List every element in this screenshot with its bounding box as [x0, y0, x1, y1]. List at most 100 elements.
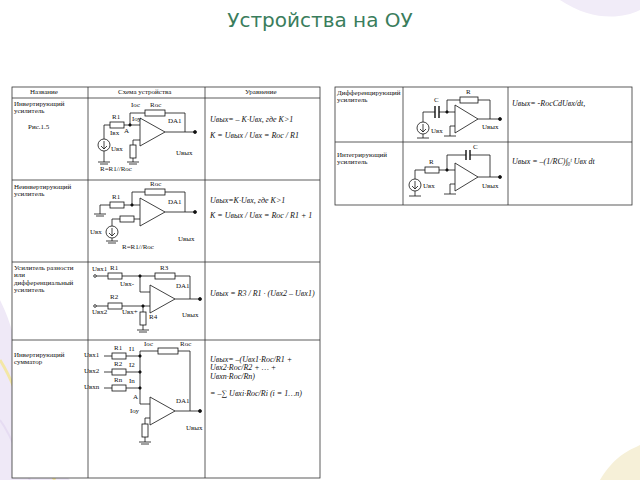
- circuit-label: Рис.1.5: [28, 124, 49, 131]
- non-inverting-amplifier-part: [109, 228, 115, 236]
- circuit-label: R: [429, 159, 434, 166]
- difference-amplifier-part: [94, 275, 97, 278]
- circuit-label: In: [129, 378, 135, 385]
- difference-amplifier-part: [140, 312, 146, 325]
- integrator-part: [499, 176, 502, 179]
- equation-text: Uвых= -RосCdUвх/dt,: [512, 100, 630, 108]
- non-inverting-amplifier-part: [131, 204, 133, 206]
- table-grid: [12, 87, 632, 478]
- differentiator-part: [499, 118, 502, 121]
- difference-amplifier-part: [94, 305, 97, 308]
- circuit-label: I2: [129, 362, 135, 369]
- inverting-summer-part: [104, 351, 200, 442]
- device-name: Инвертирующий сумматор: [14, 352, 86, 367]
- circuit-label: R4: [149, 314, 157, 321]
- non-inverting-amplifier-part: [106, 226, 118, 238]
- equation-text: Uвых= – K·Uвх, где K>1: [210, 116, 316, 124]
- circuit-label: Uвх: [90, 229, 102, 236]
- integrator-part: [455, 163, 478, 191]
- circuit-label: A: [133, 394, 138, 401]
- inverting-summer-part: [139, 371, 141, 373]
- difference-amplifier-part: [155, 273, 175, 279]
- circuit-label: DA1: [168, 118, 182, 125]
- circuit-label: Uвых: [482, 183, 499, 190]
- inverting-summer-part: [199, 410, 202, 413]
- table-header: Название: [30, 89, 58, 96]
- table-header: Схема устройства: [118, 89, 171, 96]
- circuit-label: Uвх1: [84, 352, 99, 359]
- circuit-label: A: [124, 128, 129, 135]
- inverting-amplifier-part: [101, 141, 107, 149]
- circuit-label: Uвх2: [92, 309, 107, 316]
- circuit-label: Uвых: [186, 425, 203, 432]
- difference-amplifier-part: [137, 330, 149, 332]
- inverting-summer-part: [112, 385, 126, 391]
- circuit-label: Uвых: [176, 150, 193, 157]
- circuit-label: R1: [110, 265, 118, 272]
- difference-amplifier-part: [108, 303, 122, 309]
- circuit-label: Uвх: [111, 146, 123, 153]
- circuit-label: Roc: [150, 181, 161, 188]
- circuit-label: R: [466, 89, 471, 96]
- non-inverting-amplifier-part: [194, 211, 197, 214]
- integrator-part: [409, 179, 421, 191]
- integrator-part: [466, 150, 470, 160]
- equation-text: K = Uвых / Uвх = Rос / R1: [210, 132, 316, 140]
- circuit-label: Uвх: [431, 128, 443, 135]
- non-inverting-amplifier-part: [120, 216, 134, 222]
- inverting-amplifier-part: [140, 118, 165, 146]
- difference-amplifier-part: [95, 276, 200, 330]
- circuit-label: Uвх+: [122, 309, 138, 316]
- circuit-label: DA1: [176, 283, 190, 290]
- background-swoosh-part: [600, 445, 640, 480]
- equation-text: Uвых = –(1/RC)∫₀ᵗ Uвх dt: [512, 158, 630, 166]
- inverting-amplifier-part: [145, 110, 165, 116]
- differentiator-part: [435, 106, 439, 118]
- inverting-amplifier-part: [104, 113, 195, 162]
- circuit-label: C: [434, 97, 439, 104]
- table-header: Уравнение: [245, 89, 277, 96]
- table-grid-part: [335, 87, 632, 205]
- equation-text: = –∑ Uвхi·Rос/Ri (i = 1…n): [210, 390, 316, 398]
- integrator-part: [425, 167, 439, 173]
- integrator-part: [446, 169, 448, 171]
- inverting-amplifier: [98, 110, 197, 164]
- difference-amplifier-part: [150, 285, 175, 313]
- difference-amplifier-part: [108, 273, 122, 279]
- equation-text: Uвых = R3 / R1 · (Uвх2 – Uвх1): [210, 290, 316, 298]
- device-name: Усилитель разности или дифференциальный …: [14, 265, 86, 294]
- difference-amplifier-part: [199, 298, 202, 301]
- differentiator-part: [423, 100, 500, 138]
- non-inverting-amplifier-part: [110, 202, 124, 208]
- circuit-label: DA1: [176, 398, 190, 405]
- equation-text: Uвых= –(Uвх1·Rос/R1 + Uвх2·Rос/R2 + … + …: [210, 356, 316, 381]
- circuit-label: Iвх: [110, 130, 119, 137]
- inverting-summer-part: [139, 355, 141, 357]
- circuit-label: Uвых: [182, 312, 199, 319]
- circuit-label: R3: [160, 265, 168, 272]
- inverting-summer-part: [142, 424, 148, 437]
- circuit-label: C: [473, 144, 478, 151]
- non-inverting-amplifier-part: [145, 189, 165, 195]
- circuit-label: R=R1//Roc: [100, 166, 132, 173]
- integrator: [409, 150, 502, 196]
- inverting-amplifier-part: [130, 145, 136, 158]
- differentiator-part: [446, 111, 448, 113]
- integrator-part: [412, 181, 418, 189]
- table-grid-part: [12, 87, 320, 478]
- circuit-label: Uвх2: [84, 368, 99, 375]
- integrator-part: [409, 194, 456, 196]
- equation-text: Uвых=K·Uвх, где K>1: [210, 197, 316, 205]
- circuit-label: Iос: [144, 341, 153, 348]
- non-inverting-amplifier-part: [100, 192, 195, 241]
- circuit-label: Uвх-: [120, 281, 134, 288]
- circuit-label: Rn: [114, 377, 122, 384]
- circuit-label: Iоу: [132, 116, 141, 123]
- circuit-label: Uвхn: [84, 384, 99, 391]
- device-name: Неинвертирующий усилитель: [14, 184, 86, 199]
- differentiator-part: [420, 124, 426, 132]
- differentiator-part: [417, 122, 429, 134]
- non-inverting-amplifier-part: [140, 198, 165, 226]
